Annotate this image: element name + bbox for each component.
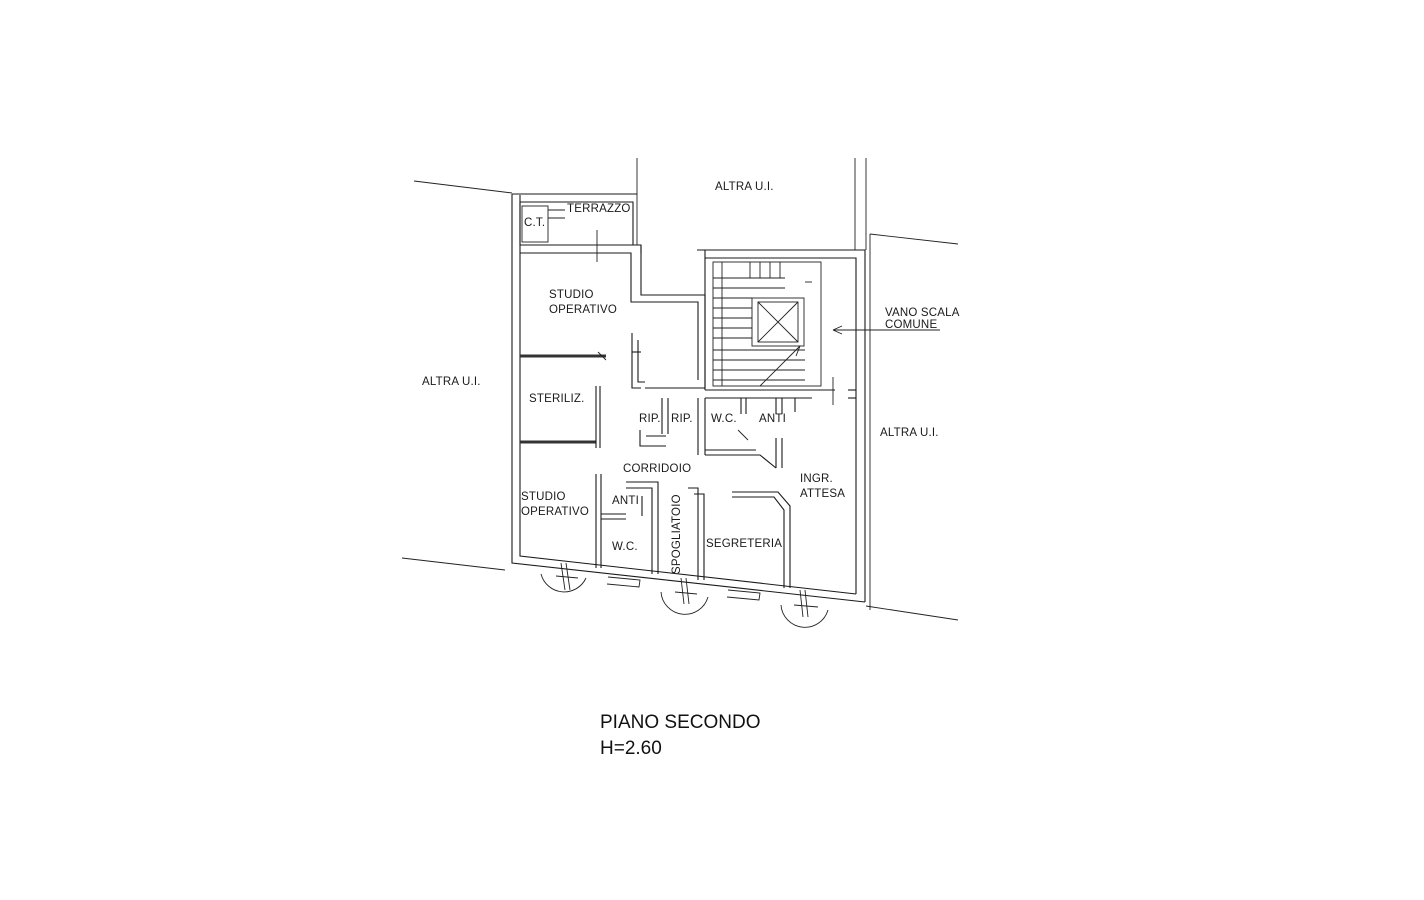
label-terrazzo: TERRAZZO [567, 203, 631, 215]
label-ct: C.T. [524, 217, 545, 229]
label-steriliz: STERILIZ. [529, 393, 584, 405]
stairwell [712, 261, 940, 405]
label-vano-scala-line1: VANO SCALA [885, 307, 960, 319]
label-segreteria: SEGRETERIA [706, 538, 782, 550]
label-vano-scala-line2: COMUNE [885, 319, 937, 331]
outer-walls [511, 193, 866, 603]
label-studio-bottom-line2: OPERATIVO [521, 506, 589, 518]
label-ingr-line1: INGR. [800, 473, 833, 485]
label-wc-top: W.C. [711, 413, 737, 425]
label-wc-bottom: W.C. [612, 541, 638, 553]
label-rip-2: RIP. [671, 413, 693, 425]
label-spogliatoio: SPOGLIATOIO [671, 494, 683, 574]
label-altra-ui-top: ALTRA U.I. [715, 181, 774, 193]
label-altra-ui-right: ALTRA U.I. [880, 427, 939, 439]
floor-height: H=2.60 [600, 738, 662, 759]
label-altra-ui-left: ALTRA U.I. [422, 376, 481, 388]
central-partitions [631, 333, 796, 469]
balconies [540, 562, 829, 628]
label-ingr-line2: ATTESA [800, 488, 845, 500]
label-rip-1: RIP. [639, 413, 661, 425]
label-anti-bottom: ANTI [612, 495, 639, 507]
neighbour-boundaries [401, 158, 959, 621]
terrace-details [521, 205, 598, 262]
surrounding-labels: ALTRA U.I. ALTRA U.I. ALTRA U.I. VANO SC… [422, 181, 960, 439]
label-studio-top-line2: OPERATIVO [549, 304, 617, 316]
floor-title: PIANO SECONDO [600, 712, 760, 733]
label-anti-top: ANTI [759, 413, 786, 425]
label-studio-top-line1: STUDIO [549, 289, 594, 301]
lower-partitions [595, 474, 791, 588]
drawing-title: PIANO SECONDO H=2.60 [600, 712, 760, 759]
label-corridoio: CORRIDOIO [623, 463, 691, 475]
label-studio-bottom-line1: STUDIO [521, 491, 566, 503]
room-labels: TERRAZZO C.T. STUDIO OPERATIVO STERILIZ.… [521, 203, 845, 574]
steriliz-partitions [520, 351, 607, 448]
